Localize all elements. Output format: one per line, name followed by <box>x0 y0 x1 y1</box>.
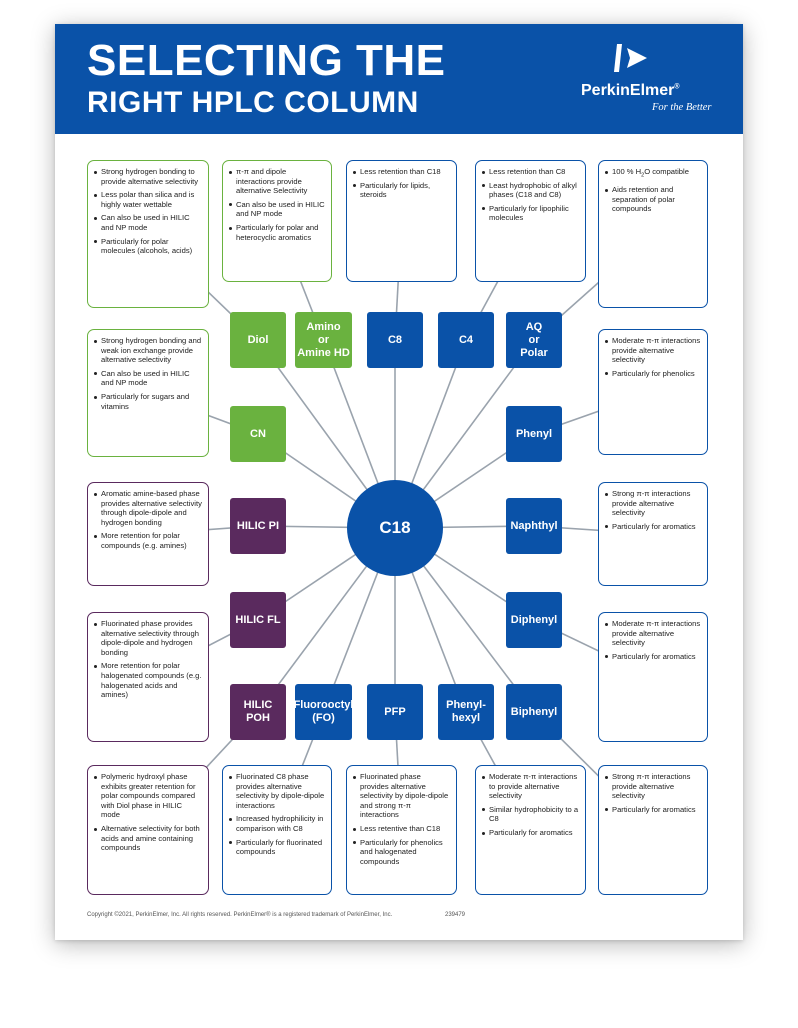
note-naphthyl: Strong π-π interactions provide alternat… <box>598 482 708 586</box>
poster: SELECTING THE RIGHT HPLC COLUMN PerkinEl… <box>55 24 743 940</box>
note-diol: Strong hydrogen bonding to provide alter… <box>87 160 209 308</box>
note-hilic-fl: Fluorinated phase provides alternative s… <box>87 612 209 742</box>
note-bullet: More retention for polar compounds (e.g.… <box>93 531 202 550</box>
note-bullet: Aromatic amine-based phase provides alte… <box>93 489 202 527</box>
note-hilic-poh: Polymeric hydroxyl phase exhibits greate… <box>87 765 209 895</box>
note-bullet: Moderate π-π interactions to provide alt… <box>481 772 579 801</box>
node-fluorooctyl: Fluorooctyl (FO) <box>294 684 353 740</box>
title-line-2: RIGHT HPLC COLUMN <box>87 86 419 119</box>
note-bullet: Least hydrophobic of alkyl phases (C18 a… <box>481 181 579 200</box>
note-bullet: Particularly for phenolics and halogenat… <box>352 838 450 867</box>
footer-copyright: Copyright ©2021, PerkinElmer, Inc. All r… <box>87 912 393 918</box>
note-bullet: Strong hydrogen bonding to provide alter… <box>93 167 202 186</box>
note-bullet: Strong π-π interactions provide alternat… <box>604 772 701 801</box>
note-bullet: Aids retention and separation of polar c… <box>604 185 701 214</box>
note-cn: Strong hydrogen bonding and weak ion exc… <box>87 329 209 457</box>
note-c4: Less retention than C8 Least hydrophobic … <box>475 160 586 282</box>
note-bullet: Strong hydrogen bonding and weak ion exc… <box>93 336 202 365</box>
note-bullet: Particularly for fluorinated compounds <box>228 838 325 857</box>
note-fluorooctyl: Fluorinated C8 phase provides alternativ… <box>222 765 332 895</box>
note-bullet: Particularly for sugars and vitamins <box>93 392 202 411</box>
note-bullet: Increased hydrophilicity in comparison w… <box>228 814 325 833</box>
note-bullet: π-π and dipole interactions provide alte… <box>228 167 325 196</box>
note-bullet: Less retention than C18 <box>352 167 450 177</box>
note-bullet: Moderate π-π interactions provide altern… <box>604 619 701 648</box>
note-bullet: Particularly for aromatics <box>604 652 701 662</box>
brand-registered-mark: ® <box>674 83 680 91</box>
perkinelmer-logo-icon <box>614 44 647 72</box>
note-bullet: 100 % H2O compatible <box>604 167 701 181</box>
note-bullet: Alternative selectivity for both acids a… <box>93 824 202 853</box>
node-diol: Diol <box>230 312 286 368</box>
note-diphenyl: Moderate π-π interactions provide altern… <box>598 612 708 742</box>
header-banner: SELECTING THE RIGHT HPLC COLUMN PerkinEl… <box>55 24 743 134</box>
note-bullet: Polymeric hydroxyl phase exhibits greate… <box>93 772 202 820</box>
node-hilic-pi: HILIC PI <box>230 498 286 554</box>
note-phenyl: Moderate π-π interactions provide altern… <box>598 329 708 455</box>
node-phenylhexyl: Phenyl- hexyl <box>438 684 494 740</box>
note-phenylhexyl: Moderate π-π interactions to provide alt… <box>475 765 586 895</box>
brand-tagline: For the Better <box>652 102 712 113</box>
note-bullet: Particularly for polar molecules (alcoho… <box>93 237 202 256</box>
note-bullet: Less retention than C8 <box>481 167 579 177</box>
note-bullet: Similar hydrophobicity to a C8 <box>481 805 579 824</box>
note-bullet: Fluorinated phase provides alternative s… <box>93 619 202 657</box>
node-diphenyl: Diphenyl <box>506 592 562 648</box>
node-aq: AQ or Polar <box>506 312 562 368</box>
note-hilic-pi: Aromatic amine-based phase provides alte… <box>87 482 209 586</box>
note-amino: π-π and dipole interactions provide alte… <box>222 160 332 282</box>
brand-text: PerkinElmer <box>581 82 675 99</box>
note-bullet: Strong π-π interactions provide alternat… <box>604 489 701 518</box>
note-bullet: Particularly for lipophilic molecules <box>481 204 579 223</box>
note-bullet: Moderate π-π interactions provide altern… <box>604 336 701 365</box>
note-bullet: Particularly for polar and heterocyclic … <box>228 223 325 242</box>
node-amino: Amino or Amine HD <box>295 312 352 368</box>
note-bullet: Fluorinated phase provides alternative s… <box>352 772 450 820</box>
note-bullet: Less retentive than C18 <box>352 824 450 834</box>
footer-doc-id: 239479 <box>445 912 466 918</box>
node-cn: CN <box>230 406 286 462</box>
note-pfp: Fluorinated phase provides alternative s… <box>346 765 457 895</box>
note-bullet: Can also be used in HILIC and NP mode <box>93 369 202 388</box>
note-bullet: Particularly for phenolics <box>604 369 701 379</box>
brand-name: PerkinElmer® <box>581 82 680 100</box>
note-bullet: Particularly for aromatics <box>604 805 701 815</box>
note-bullet: Less polar than silica and is highly wat… <box>93 190 202 209</box>
node-phenyl: Phenyl <box>506 406 562 462</box>
node-naphthyl: Naphthyl <box>506 498 562 554</box>
note-bullet: Particularly for lipids, steroids <box>352 181 450 200</box>
node-hilic-fl: HILIC FL <box>230 592 286 648</box>
note-bullet: Can also be used in HILIC and NP mode <box>228 200 325 219</box>
node-hilic-poh: HILIC POH <box>230 684 286 740</box>
note-bullet: Fluorinated C8 phase provides alternativ… <box>228 772 325 810</box>
note-bullet: Particularly for aromatics <box>481 828 579 838</box>
note-bullet: More retention for polar halogenated com… <box>93 661 202 699</box>
note-bullet: Particularly for aromatics <box>604 522 701 532</box>
node-biphenyl: Biphenyl <box>506 684 562 740</box>
note-biphenyl: Strong π-π interactions provide alternat… <box>598 765 708 895</box>
node-c18-center: C18 <box>347 480 443 576</box>
node-pfp: PFP <box>367 684 423 740</box>
node-c8: C8 <box>367 312 423 368</box>
node-c4: C4 <box>438 312 494 368</box>
title-line-1: SELECTING THE <box>87 36 446 85</box>
note-bullet: Can also be used in HILIC and NP mode <box>93 213 202 232</box>
